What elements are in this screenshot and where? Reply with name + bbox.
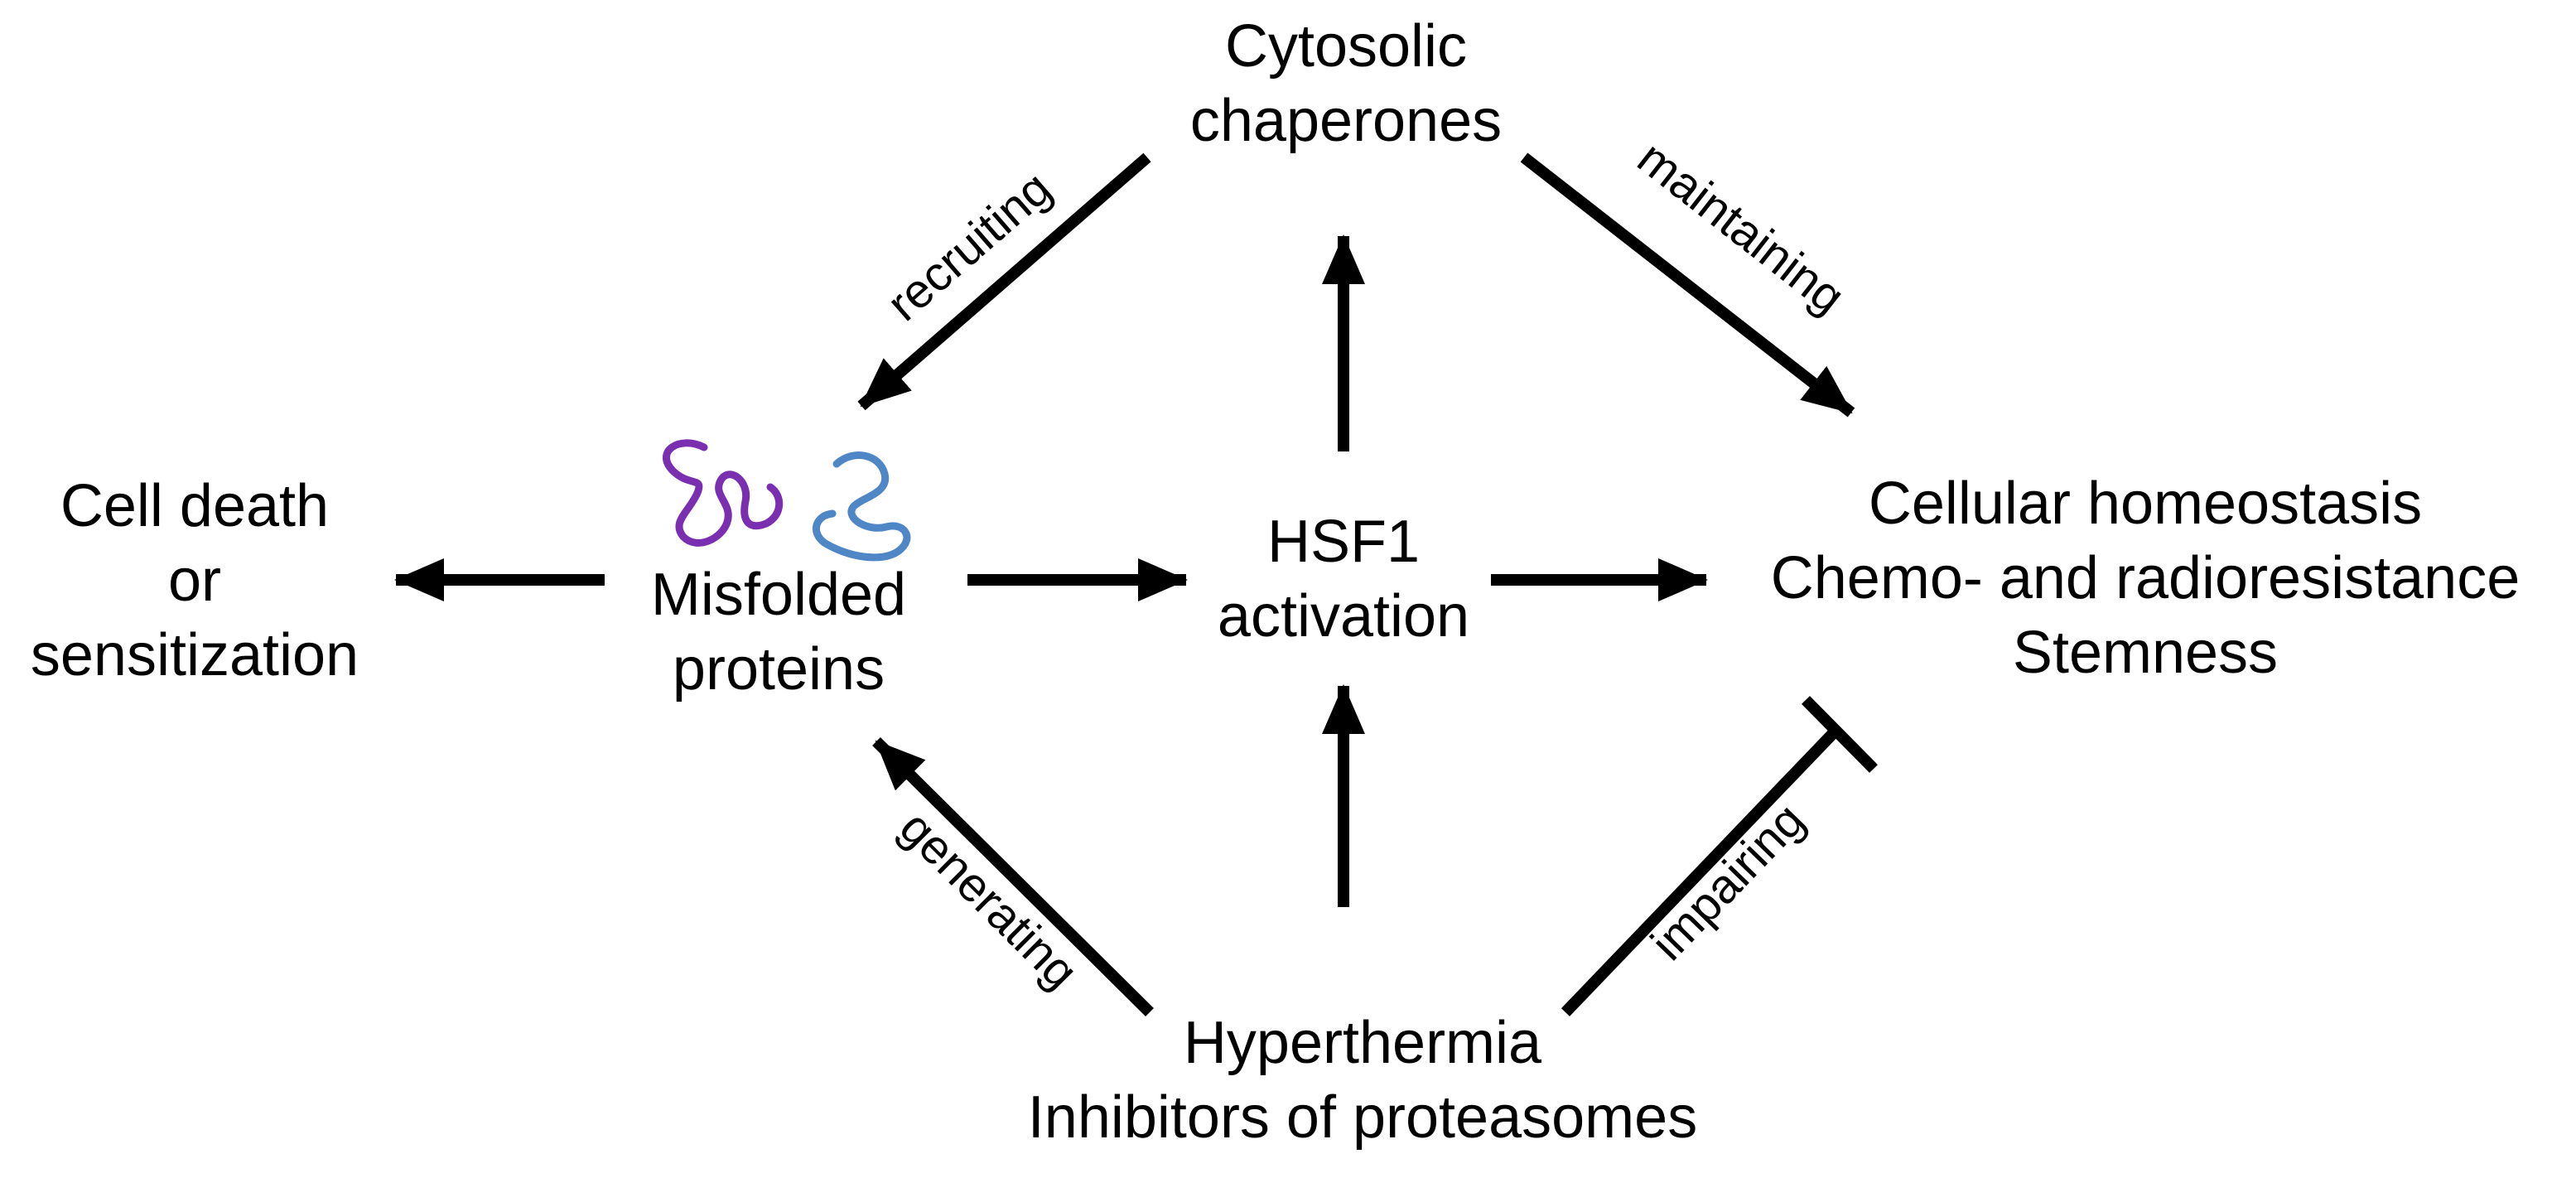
- hsf1-activation-line-2: activation: [1218, 583, 1469, 649]
- misfolded-protein-icon: [663, 439, 911, 562]
- generating-label: generating: [890, 800, 1088, 999]
- impairing-label: impairing: [1641, 793, 1815, 970]
- cell-death-line-3: sensitization: [31, 622, 359, 688]
- hyperthermia-impairs-homeostasis-inhibition: [1561, 696, 1878, 1016]
- hyperthermia-line-2: Inhibitors of proteasomes: [1028, 1084, 1697, 1151]
- purple-protein-icon: [663, 439, 784, 547]
- chaperones-to-misfolded-arrow: [857, 152, 1151, 411]
- homeostasis-line-1: Cellular homeostasis: [1869, 471, 2422, 537]
- misfolded-proteins-line-1: Misfolded: [651, 562, 906, 628]
- chaperones-to-homeostasis-arrow: [1520, 152, 1855, 418]
- cytosolic-chaperones-line-1: Cytosolic: [1225, 13, 1467, 80]
- hyperthermia-line-1: Hyperthermia: [1184, 1010, 1542, 1076]
- cell-death-node: Cell death or sensitization: [31, 473, 359, 688]
- misfolded-proteins-line-2: proteins: [673, 636, 885, 702]
- hyperthermia-to-misfolded-arrow: [872, 737, 1154, 1016]
- cellular-homeostasis-node: Cellular homeostasis Chemo- and radiores…: [1771, 471, 2520, 686]
- cell-death-line-1: Cell death: [60, 473, 329, 539]
- homeostasis-line-3: Stemness: [2013, 620, 2278, 686]
- hyperthermia-node: Hyperthermia Inhibitors of proteasomes: [1028, 1010, 1697, 1151]
- cytosolic-chaperones-line-2: chaperones: [1190, 88, 1502, 154]
- hsf1-activation-line-1: HSF1: [1267, 509, 1420, 575]
- cell-death-line-2: or: [168, 548, 221, 614]
- maintaining-label: maintaining: [1628, 131, 1855, 325]
- misfolded-proteins-node: Misfolded proteins: [651, 562, 906, 702]
- impairing-line: [1561, 723, 1844, 1016]
- blue-protein-icon: [812, 451, 911, 562]
- hsf1-activation-node: HSF1 activation: [1218, 509, 1469, 649]
- homeostasis-line-2: Chemo- and radioresistance: [1771, 545, 2520, 611]
- inhibition-bar: [1802, 696, 1878, 773]
- cytosolic-chaperones-node: Cytosolic chaperones: [1190, 13, 1502, 154]
